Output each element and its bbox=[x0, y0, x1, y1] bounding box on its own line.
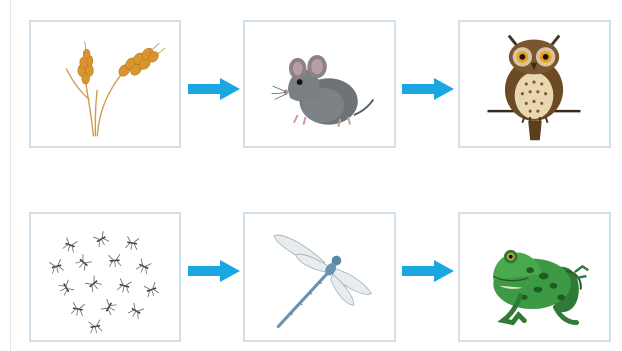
panel-owl bbox=[458, 20, 611, 148]
panel-wheat bbox=[29, 20, 181, 148]
wheat-icon bbox=[31, 22, 179, 146]
arrow-2 bbox=[402, 78, 454, 100]
mouse-icon bbox=[245, 22, 394, 146]
frog-icon bbox=[460, 214, 609, 340]
arrow-4 bbox=[402, 260, 454, 282]
arrow-1 bbox=[188, 78, 240, 100]
panel-mosquitoes bbox=[29, 212, 181, 342]
arrow-3 bbox=[188, 260, 240, 282]
panel-mouse bbox=[243, 20, 396, 148]
dragonfly-icon bbox=[245, 214, 394, 340]
mosquitoes-icon bbox=[31, 214, 179, 340]
left-border-line bbox=[10, 0, 11, 351]
panel-dragonfly bbox=[243, 212, 396, 342]
panel-frog bbox=[458, 212, 611, 342]
owl-icon bbox=[460, 22, 609, 146]
